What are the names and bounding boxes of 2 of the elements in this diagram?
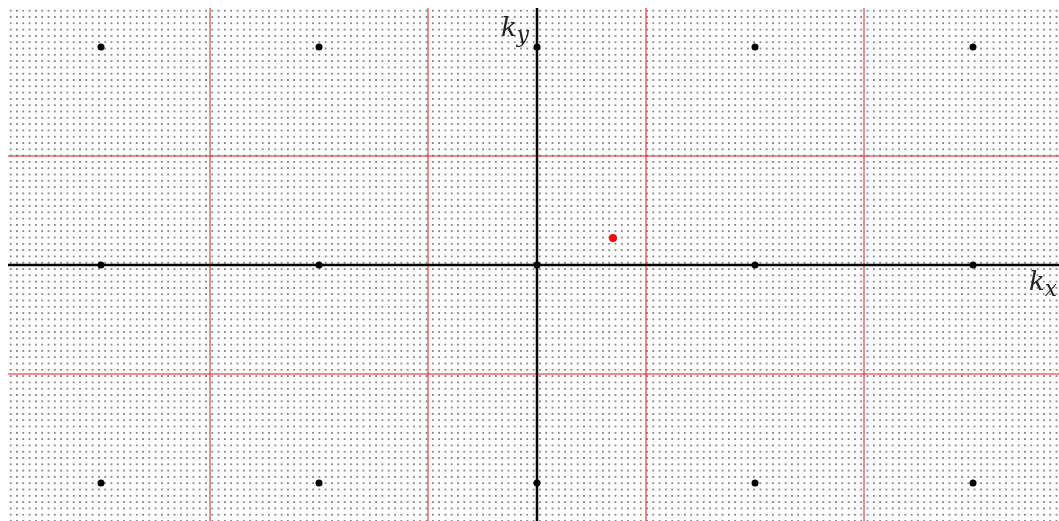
axis-label: k$_{x}$: [1029, 268, 1057, 300]
axis-label: k$_{y}$: [501, 14, 529, 46]
